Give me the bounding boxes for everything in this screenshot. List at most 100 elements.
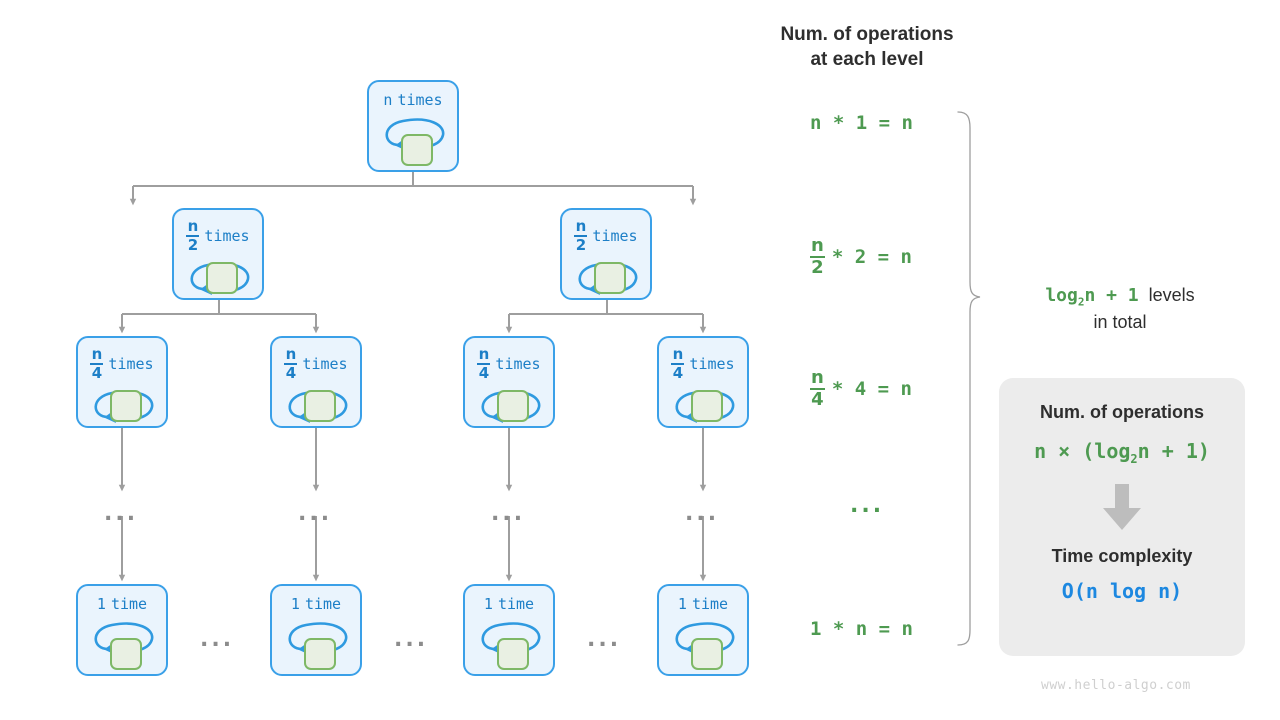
operations-column-title: Num. of operations at each level	[780, 24, 954, 71]
fraction-bar	[284, 363, 298, 365]
fraction-bar	[810, 256, 825, 258]
summary-card-header-complexity: Time complexity	[1051, 546, 1193, 566]
repeat-count: 1	[677, 595, 687, 613]
levels-brace	[957, 111, 981, 646]
down-arrow-icon	[1103, 484, 1141, 530]
fraction-denominator: 4	[672, 364, 684, 382]
levels-word: levels	[1148, 285, 1195, 305]
fraction-bar	[186, 235, 200, 237]
fraction-numerator: n	[91, 345, 103, 363]
loop-body-box	[110, 390, 142, 422]
levels-formula: log2n + 1	[1045, 285, 1139, 309]
repeat-unit: times	[592, 227, 638, 245]
loop-body-box	[304, 638, 336, 670]
operations-row-text: n * 1 = n	[810, 112, 913, 134]
fraction-bar	[574, 235, 588, 237]
loop-body-box	[401, 134, 433, 166]
operations-row-4: 1 * n = n	[810, 618, 913, 640]
tree-vertical-ellipsis-2: ...	[491, 501, 526, 526]
watermark: www.hello-algo.com	[1041, 678, 1191, 693]
fraction-denominator: 4	[478, 364, 490, 382]
loop-body-box	[304, 390, 336, 422]
summary-card-complexity-value: O(n log n)	[1061, 579, 1183, 603]
loop-body-box	[497, 390, 529, 422]
tree-horizontal-ellipsis-1: ...	[394, 627, 429, 652]
fraction-bar	[477, 363, 491, 365]
loop-body-box	[497, 638, 529, 670]
fraction-numerator: n	[575, 217, 587, 235]
fraction-denominator: 4	[285, 364, 297, 382]
loop-body-box	[594, 262, 626, 294]
operations-row-text: 1 * n = n	[810, 618, 913, 640]
repeat-count: 1	[96, 595, 106, 613]
levels-in-total-note: log2n + 1 levels in total	[1000, 283, 1240, 335]
tree-vertical-ellipsis-0: ...	[104, 501, 139, 526]
repeat-count: n	[383, 91, 393, 109]
repeat-unit: times	[397, 91, 443, 109]
loop-body-box	[691, 390, 723, 422]
repeat-unit: time	[497, 595, 535, 613]
fraction-numerator: n	[187, 217, 199, 235]
fraction-denominator: 2	[575, 236, 587, 254]
repeat-unit: times	[302, 355, 348, 373]
repeat-unit: times	[204, 227, 250, 245]
fraction-bar	[90, 363, 104, 365]
tree-vertical-ellipsis-3: ...	[685, 501, 720, 526]
repeat-unit: times	[108, 355, 154, 373]
levels-second-line: in total	[1093, 312, 1147, 333]
fraction-denominator: 4	[811, 389, 824, 410]
operations-row-0: n * 1 = n	[810, 112, 913, 134]
repeat-unit: times	[495, 355, 541, 373]
fraction-numerator: n	[285, 345, 297, 363]
fraction-denominator: 4	[91, 364, 103, 382]
fraction-bar	[810, 388, 825, 390]
loop-body-box	[206, 262, 238, 294]
fraction-denominator: 2	[187, 236, 199, 254]
loop-body-box	[691, 638, 723, 670]
repeat-count: 1	[483, 595, 493, 613]
fraction-numerator: n	[811, 235, 824, 256]
fraction-bar	[671, 363, 685, 365]
tree-vertical-ellipsis-1: ...	[298, 501, 333, 526]
repeat-unit: time	[110, 595, 148, 613]
fraction-numerator: n	[672, 345, 684, 363]
repeat-count: 1	[290, 595, 300, 613]
fraction-numerator: n	[811, 367, 824, 388]
repeat-unit: times	[689, 355, 735, 373]
tree-horizontal-ellipsis-2: ...	[587, 627, 622, 652]
loop-body-box	[110, 638, 142, 670]
summary-card: Num. of operations n × (log2n + 1) Time …	[999, 378, 1245, 656]
repeat-unit: time	[691, 595, 729, 613]
